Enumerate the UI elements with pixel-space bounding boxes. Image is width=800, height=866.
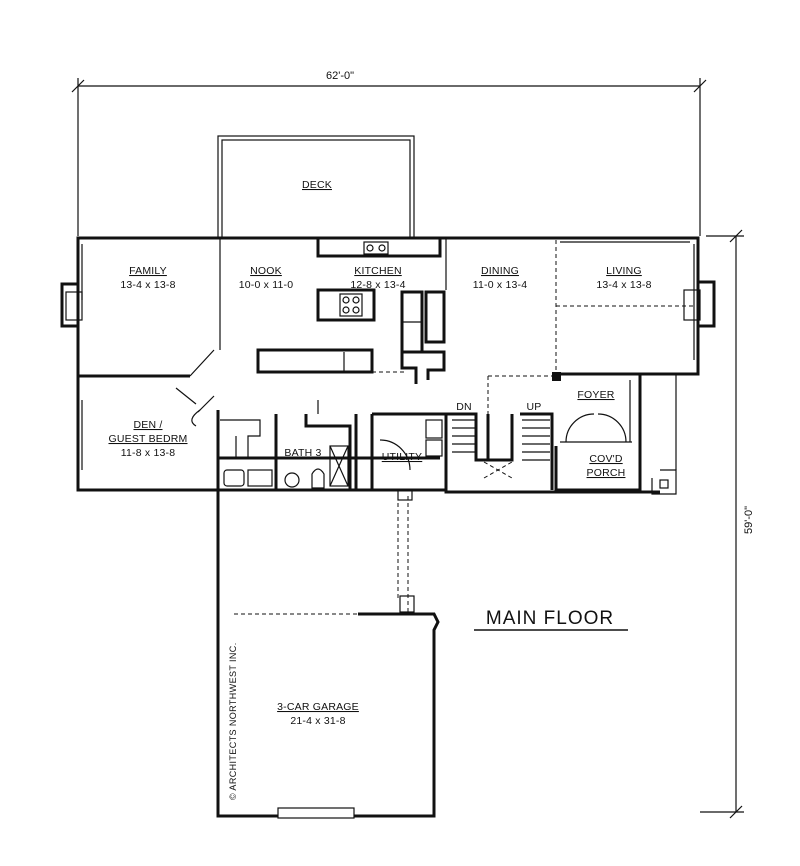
living-fireplace <box>683 280 716 328</box>
plan-title: MAIN FLOOR <box>474 608 628 631</box>
bath-label: BATH 3 <box>284 447 321 459</box>
den-size: 11-8 x 13-8 <box>121 447 176 459</box>
porch-label-line2: PORCH <box>587 467 626 479</box>
family-fireplace <box>60 282 83 328</box>
family-label: FAMILY <box>129 265 167 277</box>
den-label-line2: GUEST BEDRM <box>108 433 187 445</box>
den-label-line1: DEN / <box>133 419 162 431</box>
depth-dimension-label: 59'-0" <box>743 506 755 534</box>
plan-title-text: MAIN FLOOR <box>486 608 614 629</box>
stairs-down-label: DN <box>456 401 472 413</box>
nook-size: 10-0 x 11-0 <box>239 279 294 291</box>
dining-label: DINING <box>481 265 519 277</box>
deck: DECK <box>217 135 415 239</box>
living-label: LIVING <box>606 265 642 277</box>
foyer-label: FOYER <box>577 389 614 401</box>
garage-label: 3-CAR GARAGE <box>277 701 359 713</box>
living-size: 13-4 x 13-8 <box>596 279 651 291</box>
room-labels: FAMILY 13-4 x 13-8 NOOK 10-0 x 11-0 KITC… <box>108 265 651 727</box>
porch-label-line1: COV'D <box>589 453 623 465</box>
garage-size: 21-4 x 31-8 <box>290 715 345 727</box>
kitchen-size: 12-8 x 13-4 <box>350 279 405 291</box>
stairs-up-label: UP <box>527 401 542 413</box>
nook-label: NOOK <box>250 265 282 277</box>
garage <box>216 489 440 819</box>
kitchen-label: KITCHEN <box>354 265 402 277</box>
family-size: 13-4 x 13-8 <box>120 279 175 291</box>
stairs: DN UP <box>446 401 554 490</box>
deck-label: DECK <box>302 179 332 191</box>
width-dimension-label: 62'-0" <box>326 70 354 82</box>
depth-dimension: 59'-0" <box>700 229 755 819</box>
copyright-text: © ARCHITECTS NORTHWEST INC. <box>228 642 238 800</box>
dining-size: 11-0 x 13-4 <box>473 279 528 291</box>
width-dimension: 62'-0" <box>71 70 707 236</box>
utility-label: UTILITY <box>382 451 423 463</box>
